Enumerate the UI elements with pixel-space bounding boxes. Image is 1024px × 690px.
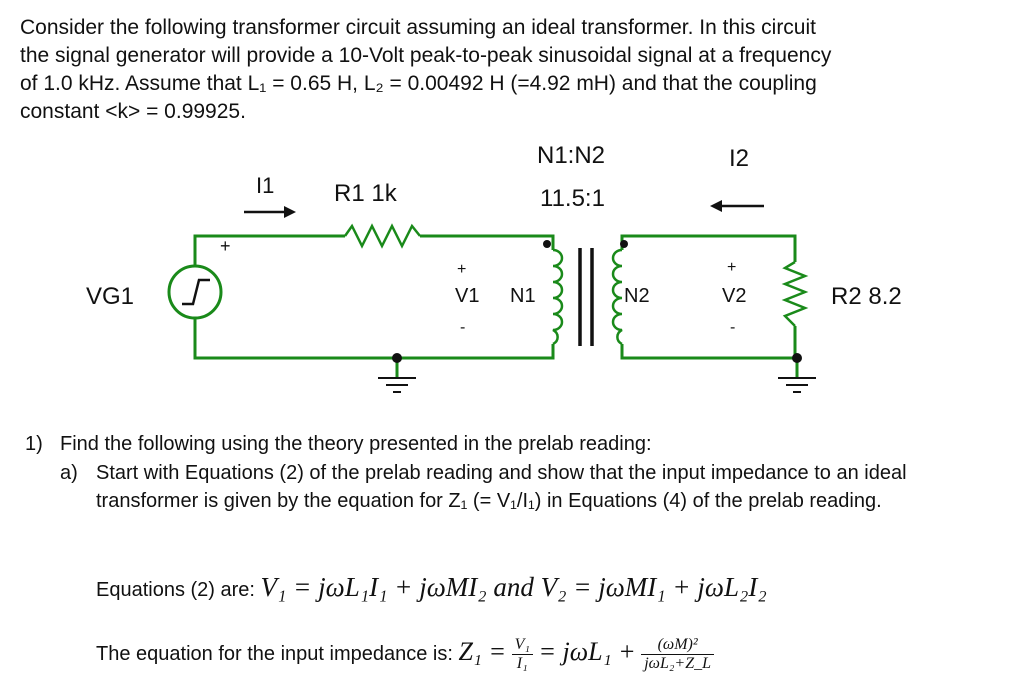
r1-resistor [343, 223, 421, 249]
v1-label: V1 [455, 285, 479, 307]
equations-2: V₁ = jωL₁I₁ + jωMI₂ and V₂ = jωMI₁ + jωL… [260, 572, 767, 602]
problem-statement: Consider the following transformer circu… [20, 14, 1010, 126]
intro-line: constant <k> = 0.99925. [20, 100, 246, 123]
n1-coil [552, 248, 564, 346]
junction-dot [392, 353, 402, 363]
z1-symbol: Z₁ = [458, 636, 507, 666]
i1-arrow-icon [244, 206, 296, 218]
fraction-denominator: I₁ [516, 655, 528, 672]
question-text: Find the following using the theory pres… [60, 433, 652, 455]
circuit-wires [193, 234, 799, 378]
equations-line: Equations (2) are: V₁ = jωL₁I₁ + jωMI₂ a… [96, 572, 767, 603]
n1-label: N1 [510, 285, 536, 307]
r2-label: R2 8.2 [831, 283, 902, 310]
polarity-dot [620, 240, 628, 248]
polarity-dot [543, 240, 551, 248]
fraction-numerator: V₁ [511, 636, 533, 655]
impedance-line: The equation for the input impedance is:… [96, 636, 715, 673]
v2-plus-label: + [727, 259, 736, 276]
fraction-numerator: (ωM)² [641, 636, 715, 655]
ratio-label: N1:N2 [537, 142, 605, 169]
impedance-label: The equation for the input impedance is: [96, 642, 453, 665]
fraction-denominator: jωL₂+Z_L [644, 655, 712, 672]
r1-label: R1 1k [334, 180, 398, 207]
r2-resistor [781, 260, 809, 327]
ground-icon [378, 377, 416, 393]
v1-plus-label: + [457, 261, 466, 278]
question-number: 1) [25, 433, 43, 455]
source-plus-label: + [220, 236, 231, 256]
part-text: Start with Equations (2) of the prelab r… [96, 462, 907, 512]
transformer-circuit-diagram: I1 R1 1k N1:N2 11.5:1 I2 + VG1 + V1 - N1… [86, 142, 902, 393]
v1-over-i1-fraction: V₁ I₁ [511, 636, 533, 673]
v2-label: V2 [722, 285, 746, 307]
i1-label: I1 [256, 173, 274, 198]
i2-arrow-icon [710, 200, 764, 212]
equations-label: Equations (2) are: [96, 579, 255, 601]
n2-label: N2 [624, 285, 650, 307]
ground-icon [778, 377, 816, 393]
intro-line: of 1.0 kHz. Assume that L₁ = 0.65 H, L₂ … [20, 72, 817, 95]
reflected-impedance-fraction: (ωM)² jωL₂+Z_L [641, 636, 715, 673]
vg1-label: VG1 [86, 283, 134, 310]
v1-minus-label: - [460, 319, 465, 336]
signal-generator-icon [167, 264, 223, 320]
intro-line: the signal generator will provide a 10-V… [20, 44, 832, 67]
junction-dot [792, 353, 802, 363]
v2-minus-label: - [730, 319, 735, 336]
ratio-value: 11.5:1 [540, 185, 605, 212]
impedance-middle: = jωL₁ + [538, 636, 636, 666]
intro-line: Consider the following transformer circu… [20, 16, 816, 39]
part-letter: a) [60, 462, 78, 484]
n2-coil [611, 248, 623, 346]
i2-label: I2 [729, 145, 749, 172]
